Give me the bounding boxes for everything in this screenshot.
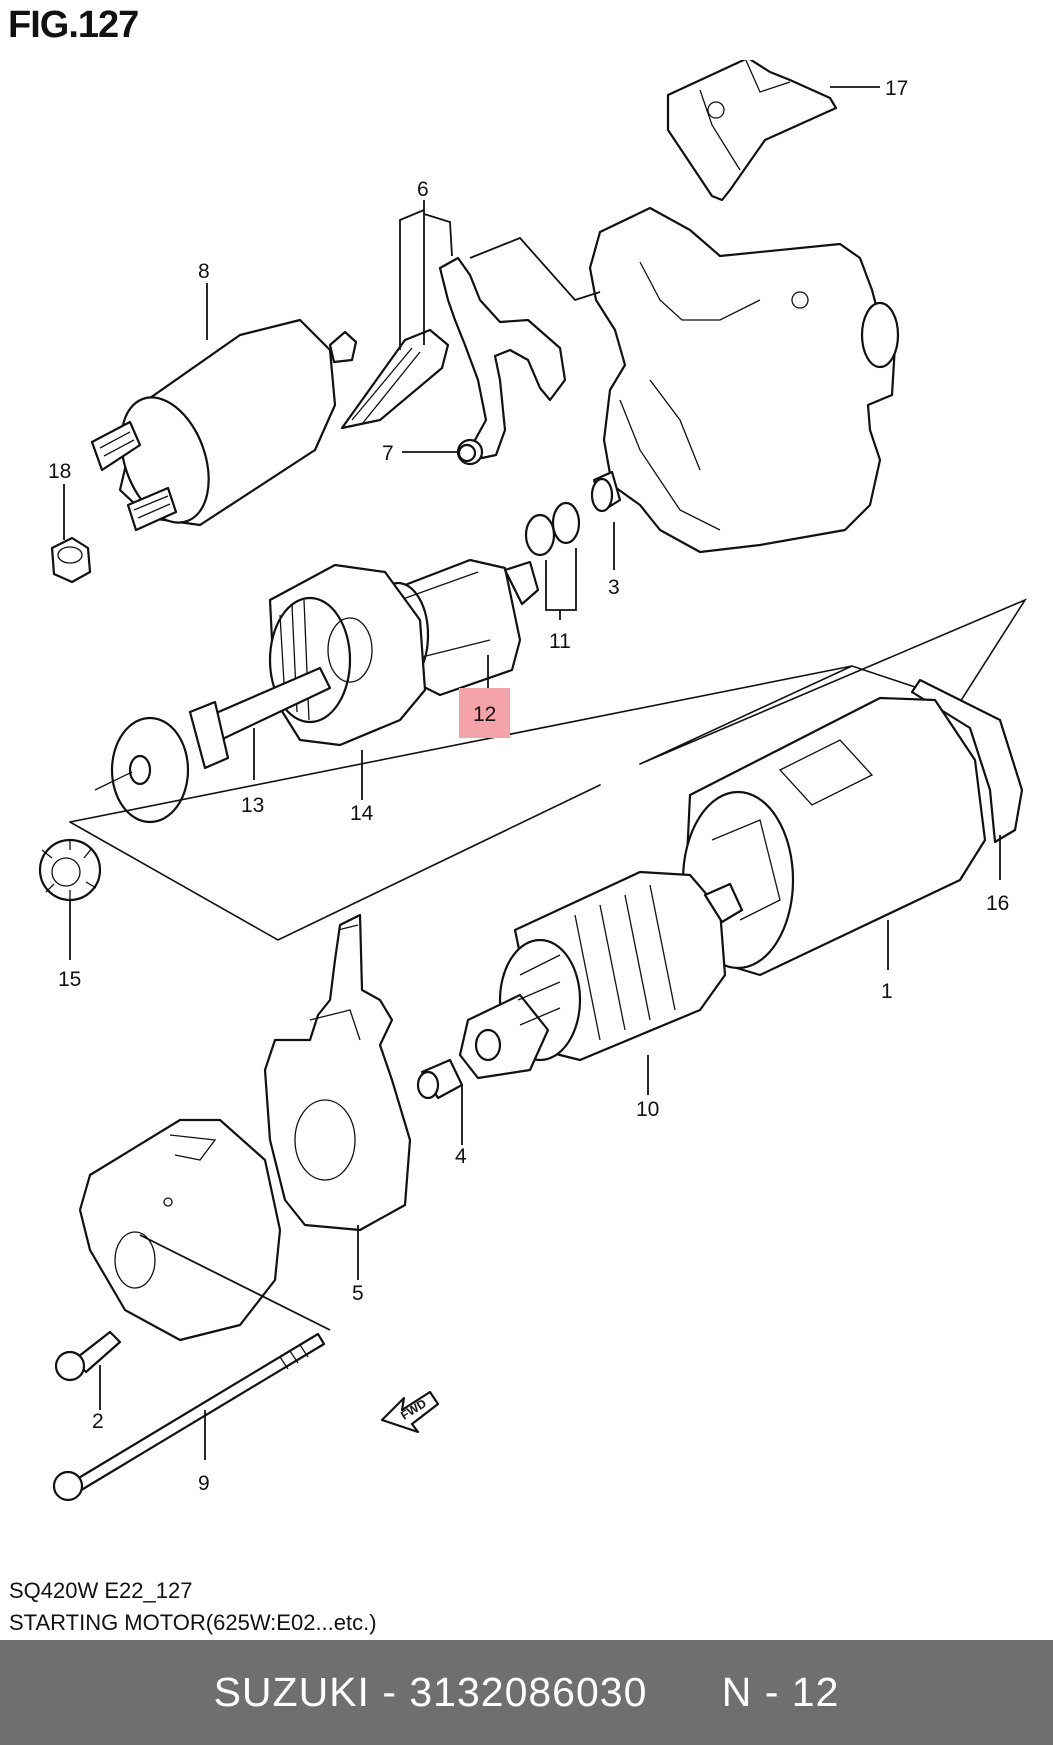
callout-4[interactable]: 4 [455,1145,467,1168]
callout-2[interactable]: 2 [92,1410,104,1433]
figure-title: FIG.127 [8,4,139,46]
callout-15[interactable]: 15 [58,968,81,991]
callout-9[interactable]: 9 [198,1472,210,1495]
part-2-screw [54,1330,122,1382]
callout-18[interactable]: 18 [48,460,71,483]
group-frame [69,598,1028,941]
part-15-pinion-gear [38,838,102,902]
part-14-internal-gear [268,563,427,747]
part-18-nut [50,536,92,584]
leader-lines [63,86,1001,1460]
callout-labels: 17 6 8 7 18 3 11 12 13 14 16 15 1 10 4 5… [48,77,1009,1495]
part-group-title: STARTING MOTOR(625W:E02...etc.) [9,1610,377,1635]
callout-16[interactable]: 16 [986,892,1009,915]
model-code: SQ420W E22_127 [9,1578,193,1603]
callout-5[interactable]: 5 [352,1282,364,1305]
part-17-boot [666,60,838,202]
callout-11[interactable]: 11 [549,630,571,653]
callout-14[interactable]: 14 [350,802,374,825]
end-cover [78,1118,282,1342]
callout-12[interactable]: 12 [473,703,496,726]
diagram-info: SQ420W E22_127 STARTING MOTOR(625W:E02..… [9,1575,377,1639]
footer-position: N - 12 [721,1669,840,1715]
part-5-brush-holder [263,913,412,1232]
callout-8[interactable]: 8 [198,260,210,283]
callout-7[interactable]: 7 [382,442,394,465]
exploded-parts-diagram: FWD 17 6 8 7 18 3 11 12 13 14 [38,60,1028,1502]
callout-10[interactable]: 10 [636,1098,659,1121]
footer-banner: SUZUKI - 3132086030 N - 12 [0,1640,1053,1745]
part-9-through-bolt [52,1332,326,1502]
highlight-12 [459,688,510,738]
callout-3[interactable]: 3 [608,576,620,599]
part-1-yoke [681,696,987,977]
footer-brand-part-number: SUZUKI - 3132086030 [213,1669,648,1715]
part-7-pin [457,443,477,463]
part-13-pinion-shaft [94,666,332,824]
callout-6[interactable]: 6 [417,178,429,201]
part-8-magnetic-switch [90,318,358,532]
callout-13[interactable]: 13 [241,794,264,817]
part-11-ring [524,501,581,557]
callout-17[interactable]: 17 [885,77,908,100]
part-10-armature [458,870,744,1080]
part-3-bushing [590,470,622,513]
part-4-bushing [416,1058,464,1100]
fwd-arrow-icon: FWD [380,1390,440,1434]
front-housing [588,206,900,554]
callout-1[interactable]: 1 [881,980,893,1003]
part-6-lever [340,256,567,466]
